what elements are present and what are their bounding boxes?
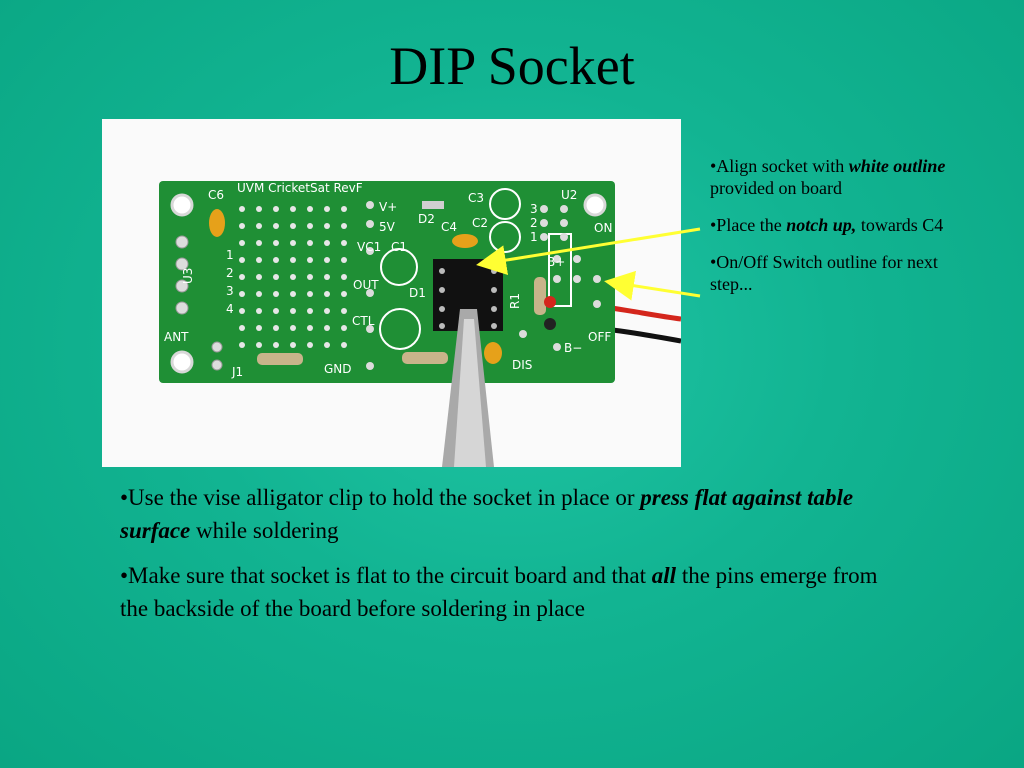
board-label-d1: D1 bbox=[409, 286, 426, 300]
callout-notes: •Align socket with white outline provide… bbox=[710, 155, 970, 310]
instructions: •Use the vise alligator clip to hold the… bbox=[120, 481, 890, 637]
board-label-b-plus: B+ bbox=[547, 255, 565, 269]
board-label-out: OUT bbox=[353, 278, 379, 292]
board-label-c1: C1 bbox=[391, 240, 407, 254]
board-label-u3-pin3: 3 bbox=[226, 284, 234, 298]
board-label-r1: R1 bbox=[508, 293, 522, 309]
board-label-ctl: CTL bbox=[352, 314, 375, 328]
proto-grid bbox=[239, 206, 347, 348]
note-align-socket: •Align socket with white outline provide… bbox=[710, 156, 946, 198]
board-label-u2-pin2: 2 bbox=[530, 216, 538, 230]
board-label-dis: DIS bbox=[512, 358, 532, 372]
board-label-u3-pin1: 1 bbox=[226, 248, 234, 262]
board-label-vc1: VC1 bbox=[357, 240, 381, 254]
board-label-5v: 5V bbox=[379, 220, 396, 234]
board-label-c2: C2 bbox=[472, 216, 488, 230]
board-label-c6: C6 bbox=[208, 188, 224, 202]
instruction-socket-flat: •Make sure that socket is flat to the ci… bbox=[120, 563, 878, 621]
board-label-u3-pin4: 4 bbox=[226, 302, 234, 316]
instruction-vise-clip: •Use the vise alligator clip to hold the… bbox=[120, 485, 854, 543]
board-label-c4: C4 bbox=[441, 220, 457, 234]
board-label-u3: U3 bbox=[181, 268, 195, 284]
board-label-d2: D2 bbox=[418, 212, 435, 226]
slide-title: DIP Socket bbox=[389, 36, 635, 96]
board-label-u3-pin2: 2 bbox=[226, 266, 234, 280]
circuit-board-photo: UVM CricketSat RevF C6 V+ D2 C3 U2 C4 C2… bbox=[102, 119, 681, 467]
board-label-title: UVM CricketSat RevF bbox=[237, 181, 363, 195]
board-label-v-plus: V+ bbox=[379, 200, 397, 214]
board-label-u2-pin1: 1 bbox=[530, 230, 538, 244]
board-label-gnd: GND bbox=[324, 362, 352, 376]
board-label-b-minus: B− bbox=[564, 341, 582, 355]
board-label-j1: J1 bbox=[231, 365, 243, 379]
board-label-off: OFF bbox=[588, 330, 611, 344]
board-label-c3: C3 bbox=[468, 191, 484, 205]
note-notch-up: •Place the notch up, towards C4 bbox=[710, 215, 944, 235]
note-switch-outline: •On/Off Switch outline for next step... bbox=[710, 252, 938, 294]
board-label-u2: U2 bbox=[561, 188, 577, 202]
board-label-on: ON bbox=[594, 221, 612, 235]
board-label-ant: ANT bbox=[164, 330, 189, 344]
board-label-u2-pin3: 3 bbox=[530, 202, 538, 216]
